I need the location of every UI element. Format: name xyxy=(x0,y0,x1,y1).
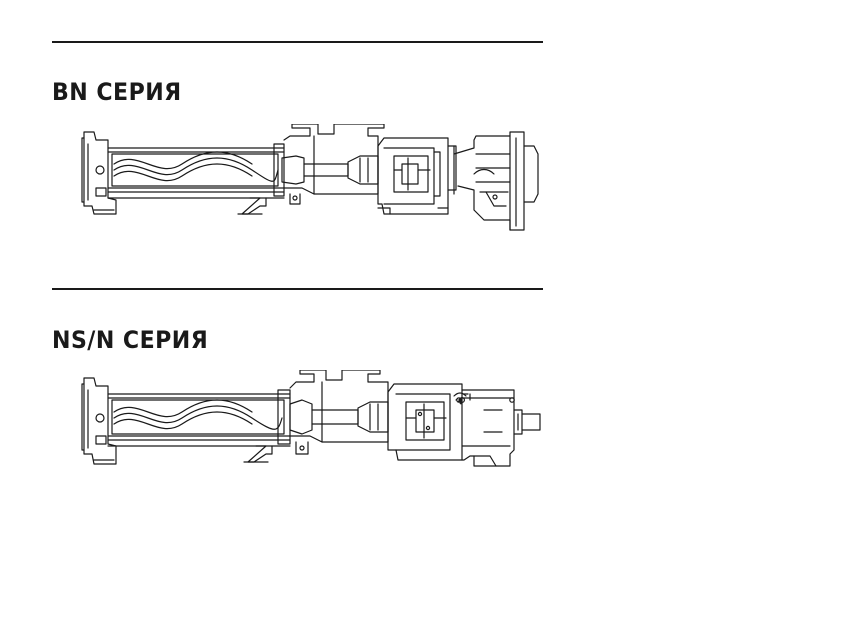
support-foot xyxy=(238,198,266,214)
bn-pump-drawing xyxy=(78,124,548,234)
nsn-pump-drawing xyxy=(78,370,548,480)
stator-tube xyxy=(108,144,284,198)
support-foot xyxy=(244,446,272,462)
section-title-bn: BN СЕРИЯ xyxy=(52,78,182,106)
section-title-nsn: NS/N СЕРИЯ xyxy=(52,326,209,354)
pump-housing xyxy=(290,370,388,454)
suction-casing xyxy=(82,378,116,464)
coupling-rod xyxy=(290,400,388,434)
bearing-housing xyxy=(454,390,540,466)
gear-motor xyxy=(448,132,538,230)
suction-casing xyxy=(82,132,116,214)
seal-housing xyxy=(378,138,448,214)
seal-housing xyxy=(388,384,462,460)
section-divider-nsn xyxy=(52,288,543,290)
section-divider-bn xyxy=(52,41,543,43)
stator-tube xyxy=(108,390,290,446)
coupling-rod xyxy=(282,156,378,184)
